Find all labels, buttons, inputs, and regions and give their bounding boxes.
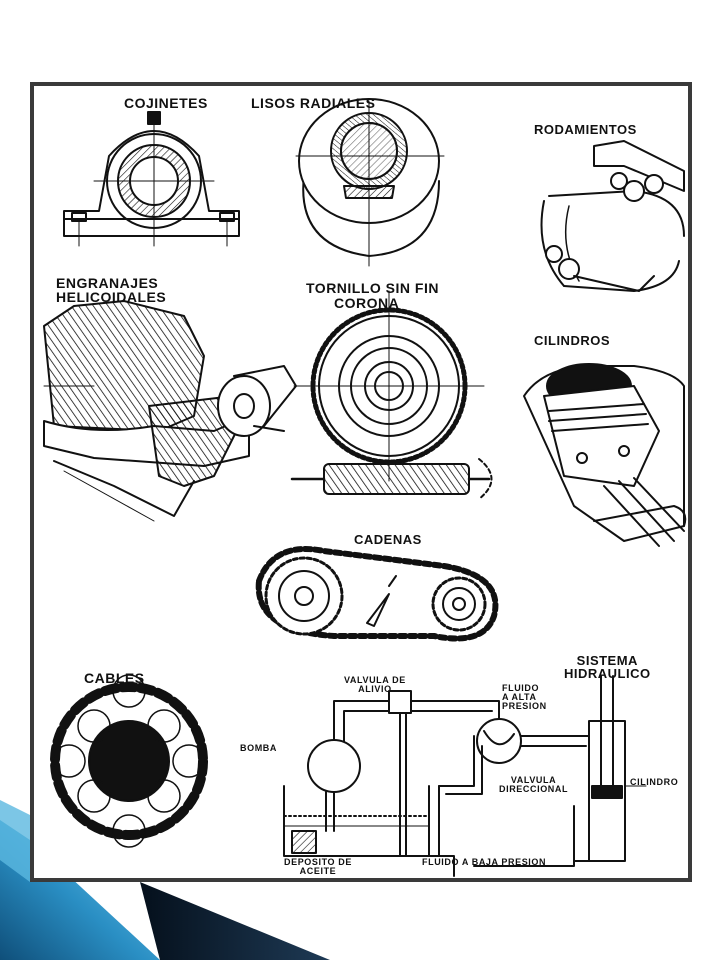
pillow-block-bearing-icon <box>63 111 240 247</box>
label-rodamientos: RODAMIENTOS <box>534 122 637 137</box>
label-cilindro: CILINDRO <box>630 777 679 787</box>
rolling-bearing-icon <box>540 140 685 301</box>
label-tornillo-sin-fin: TORNILLO SIN FIN <box>306 280 439 296</box>
helical-gears-icon <box>43 300 297 522</box>
plain-radial-bearing-icon <box>295 98 445 267</box>
wire-rope-cross-section-icon <box>50 674 208 848</box>
label-fluido-baja-presion: FLUIDO A BAJA PRESION <box>422 857 547 867</box>
label-deposito-aceite: DEPOSITO DE ACEITE <box>284 857 352 876</box>
chain-drive-icon <box>255 546 499 642</box>
worm-gear-icon <box>290 290 493 500</box>
diagram-frame: COJINETES LISOS RADIALES RODAMIENTOS ENG… <box>30 82 692 882</box>
hydraulic-system-icon <box>283 675 647 877</box>
label-cables: CABLES <box>84 670 145 686</box>
label-valvula-alivio: VALVULA DE ALIVIO <box>344 675 406 694</box>
label-lisos-radiales: LISOS RADIALES <box>251 95 376 111</box>
label-bomba: BOMBA <box>240 743 277 753</box>
label-corona: CORONA <box>334 295 400 311</box>
cylinder-piston-icon <box>523 363 687 547</box>
label-sistema-hidraulico: SISTEMA HIDRAULICO <box>564 653 651 681</box>
label-cojinetes: COJINETES <box>124 95 208 111</box>
label-cadenas: CADENAS <box>354 532 422 547</box>
machine-elements-illustration <box>43 98 687 877</box>
label-fluido-alta-presion: FLUIDO A ALTA PRESION <box>502 683 547 711</box>
label-engranajes-helicoidales: ENGRANAJES HELICOIDALES <box>56 275 167 305</box>
label-cilindros: CILINDROS <box>534 333 610 348</box>
label-valvula-direccional: VALVULA DIRECCIONAL <box>499 775 569 794</box>
